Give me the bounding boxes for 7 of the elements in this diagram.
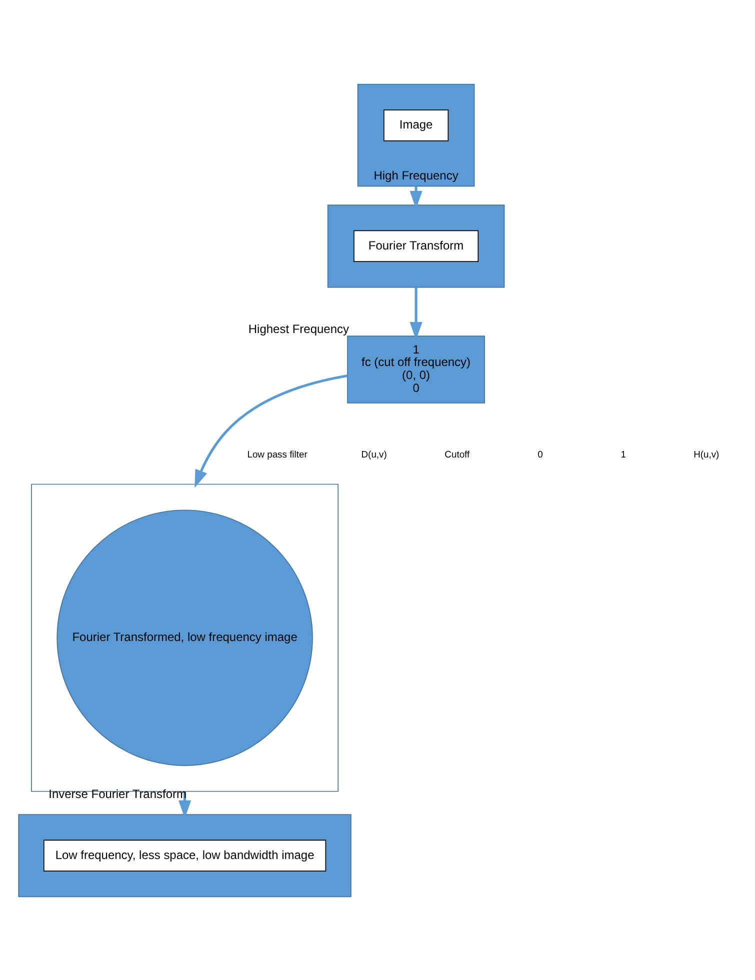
label: H(u,v) [694, 448, 720, 460]
label: 0 [538, 448, 543, 460]
label: D(u,v) [361, 448, 387, 460]
label: Cutoff [444, 448, 470, 460]
label: 1 [620, 448, 626, 460]
node-label: Highest Frequency [248, 321, 349, 336]
label: Low pass filter [247, 448, 308, 460]
